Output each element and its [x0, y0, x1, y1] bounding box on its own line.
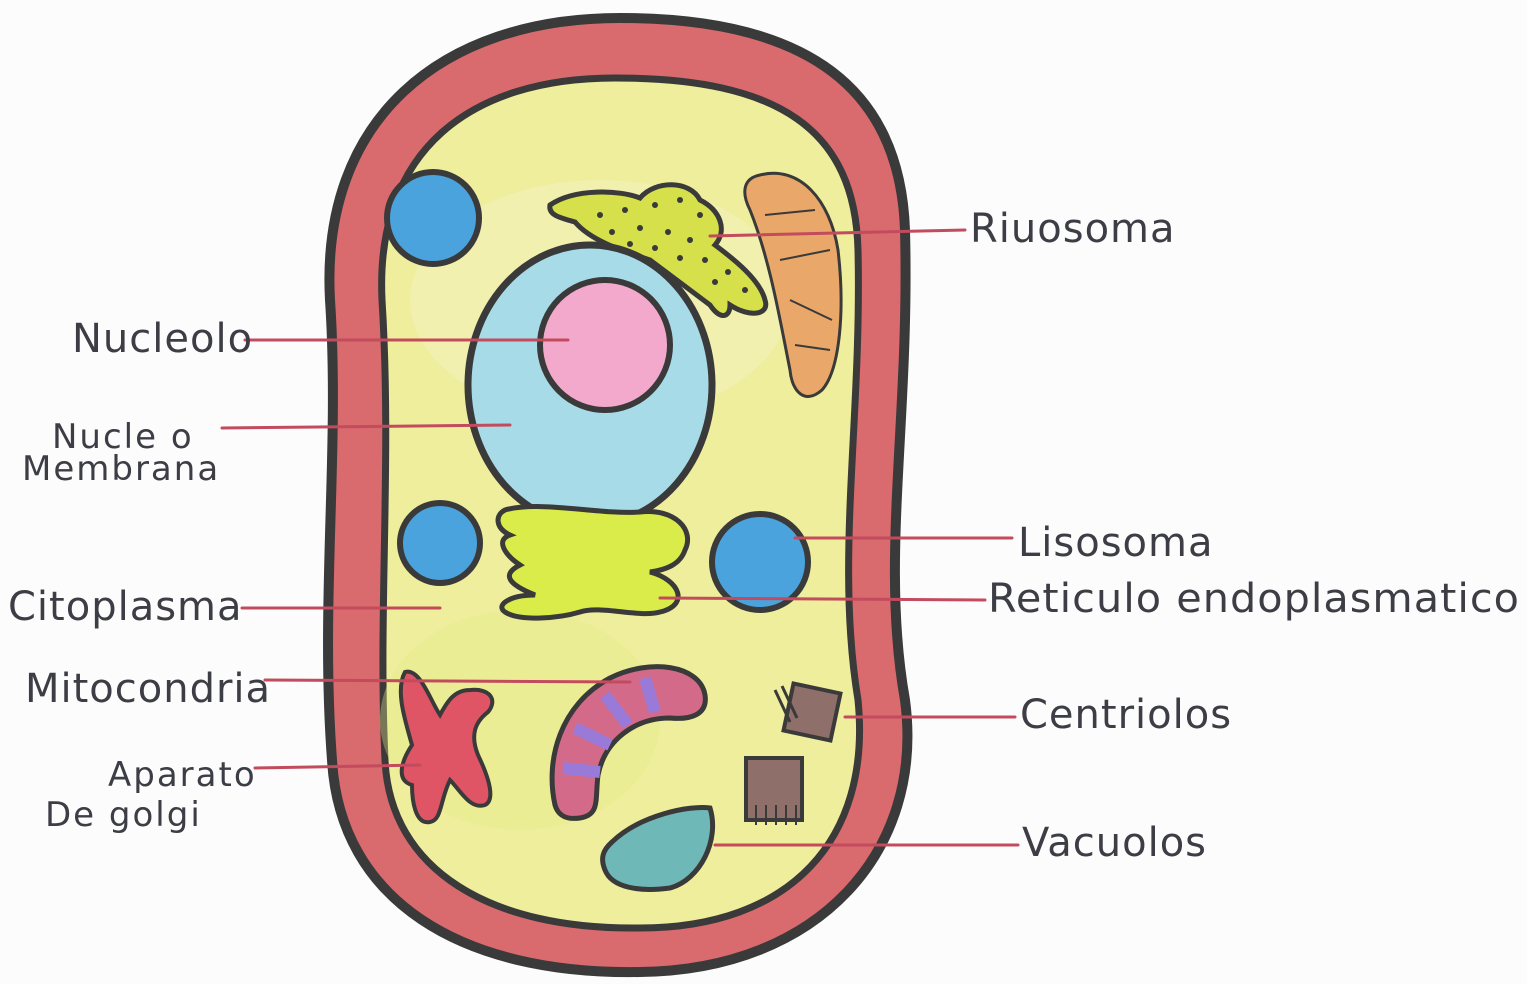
- leader-mitocondria: [265, 680, 630, 682]
- label-citoplasma: Citoplasma: [8, 584, 243, 630]
- leader-reticulo: [660, 598, 985, 600]
- centriole-upper: [784, 684, 841, 741]
- nucleolus: [540, 280, 670, 410]
- label-reticulo: Reticulo endoplasmatico: [988, 576, 1520, 622]
- label-vacuolos: Vacuolos: [1022, 820, 1207, 866]
- label-nucleo-membrana-line2: Membrana: [22, 449, 220, 489]
- label-mitocondria: Mitocondria: [25, 666, 271, 712]
- label-nucleolo: Nucleolo: [72, 316, 253, 362]
- label-golgi-line2: De golgi: [45, 795, 202, 835]
- label-centriolos: Centriolos: [1020, 692, 1232, 738]
- label-lisosoma: Lisosoma: [1018, 520, 1214, 566]
- lysosome-top-left: [387, 172, 479, 264]
- endoplasmic-reticulum: [498, 507, 688, 619]
- lysosome-mid-right: [712, 514, 808, 610]
- label-ribosoma: Riuosoma: [970, 206, 1176, 252]
- centriole-lower: [746, 758, 802, 820]
- lysosome-mid-left: [400, 503, 480, 583]
- label-golgi-line1: Aparato: [108, 755, 257, 795]
